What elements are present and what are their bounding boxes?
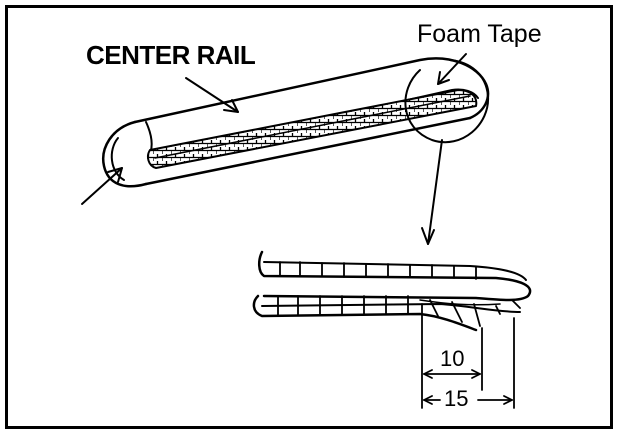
detail-circle xyxy=(404,59,490,143)
foam-tape-strip xyxy=(147,89,478,169)
detail-top-layer xyxy=(258,250,532,302)
center-rail-arrow xyxy=(185,77,239,113)
dimension-15-label: 15 xyxy=(444,386,469,411)
diagram-frame xyxy=(5,5,613,429)
center-rail xyxy=(102,57,490,188)
foam-tape-edge xyxy=(154,95,471,159)
dimension-lines xyxy=(421,303,515,409)
foam-tape-arrow xyxy=(437,53,467,85)
rail-end-cap-face xyxy=(110,137,125,181)
end-cap-arrow xyxy=(81,167,123,205)
detail-bottom-layer xyxy=(252,294,478,332)
foam-tape-detail xyxy=(252,250,532,332)
dimension-10-label: 10 xyxy=(440,346,465,371)
rail-end-cap xyxy=(102,120,148,188)
detail-arrow xyxy=(421,139,443,245)
center-rail-label: CENTER RAIL xyxy=(86,40,256,70)
foam-tape-label: Foam Tape xyxy=(417,20,542,48)
